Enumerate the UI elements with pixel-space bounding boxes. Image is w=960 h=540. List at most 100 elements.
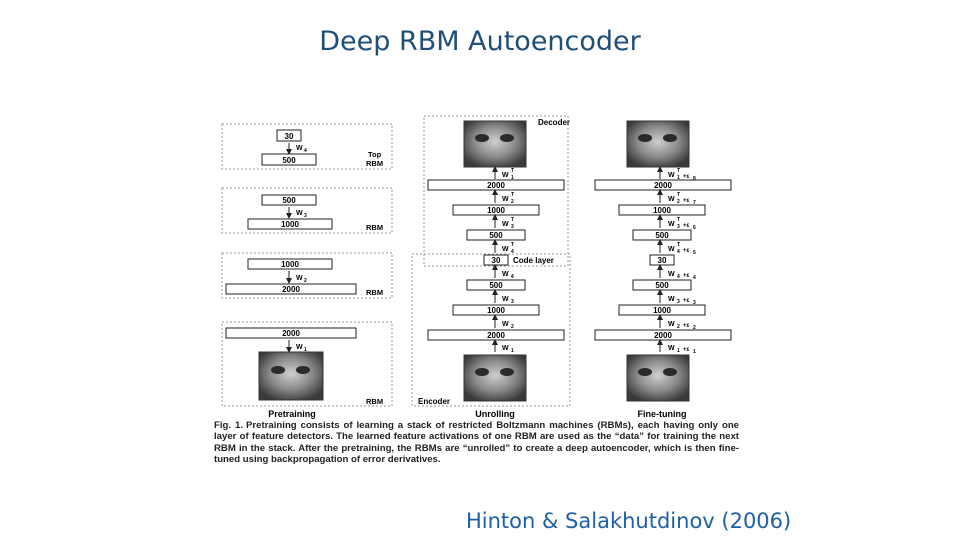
face-eye bbox=[475, 134, 489, 142]
weight-sub: 2 bbox=[677, 199, 680, 205]
unit-label: 2000 bbox=[282, 329, 300, 338]
heading-finetuning: Fine-tuning bbox=[638, 409, 687, 419]
unit-box bbox=[261, 194, 317, 206]
eps-label: +ε bbox=[683, 323, 690, 329]
weight-sub: 1 bbox=[677, 175, 680, 181]
stack-label-rbm: RBM bbox=[366, 223, 383, 232]
rbm-group-2 bbox=[221, 187, 393, 234]
eps-sub: 3 bbox=[693, 300, 696, 306]
unit-label: 500 bbox=[282, 156, 296, 165]
weight-label: W bbox=[296, 344, 303, 351]
face-eye bbox=[663, 368, 677, 376]
eps-label: +ε bbox=[683, 273, 690, 279]
weight-sub: 4 bbox=[511, 274, 514, 280]
heading-pretraining: Pretraining bbox=[268, 409, 316, 419]
weight-label: W bbox=[502, 271, 509, 278]
unit-box bbox=[276, 129, 302, 142]
weight-label: W bbox=[502, 221, 509, 228]
face-image-input bbox=[463, 354, 527, 402]
face-eye bbox=[296, 366, 310, 374]
eps-sub: 8 bbox=[693, 176, 696, 182]
eps-label: +ε bbox=[683, 248, 690, 254]
eps-sub: 5 bbox=[693, 250, 696, 256]
weight-sup: T bbox=[511, 217, 514, 223]
eps-label: +ε bbox=[683, 298, 690, 304]
unit-label: 1000 bbox=[281, 220, 299, 229]
unit-box bbox=[261, 153, 317, 166]
unit-label: 1000 bbox=[487, 206, 505, 215]
decoder-label: Decoder bbox=[538, 118, 570, 127]
face-image-output bbox=[463, 120, 527, 168]
face-eye bbox=[500, 134, 514, 142]
eps-label: +ε bbox=[683, 347, 690, 353]
weight-sub: 2 bbox=[511, 324, 514, 330]
weight-label: W bbox=[502, 196, 509, 203]
weight-sub: 4 bbox=[304, 148, 307, 154]
figure-caption: Fig. 1.Pretraining consists of learning … bbox=[214, 420, 739, 466]
caption-text: Pretraining consists of learning a stack… bbox=[214, 420, 740, 466]
face-image-output bbox=[626, 120, 690, 168]
weight-sup: T bbox=[677, 217, 680, 223]
unit-label: 500 bbox=[489, 231, 503, 240]
eps-label: +ε bbox=[683, 198, 690, 204]
eps-sub: 4 bbox=[693, 275, 696, 281]
weight-label: W bbox=[296, 210, 303, 217]
weight-label: W bbox=[668, 345, 675, 352]
heading-unrolling: Unrolling bbox=[475, 409, 515, 419]
weight-sub: 1 bbox=[677, 348, 680, 354]
weight-sup: T bbox=[677, 168, 680, 174]
unit-label: 2000 bbox=[654, 181, 672, 190]
weight-sub: 1 bbox=[304, 347, 307, 353]
weight-sup: T bbox=[511, 242, 514, 248]
unit-box bbox=[594, 329, 732, 341]
weight-label: W bbox=[502, 321, 509, 328]
face-eye bbox=[271, 366, 285, 374]
stack-label-rbm: RBM bbox=[366, 397, 383, 406]
weight-label: W bbox=[296, 275, 303, 282]
weight-label: W bbox=[668, 271, 675, 278]
unit-label: 2000 bbox=[487, 181, 505, 190]
weight-label: W bbox=[296, 145, 303, 152]
weight-sup: T bbox=[511, 168, 514, 174]
unit-label: 500 bbox=[489, 281, 503, 290]
rbm-group-top bbox=[221, 123, 393, 170]
face-image-input bbox=[626, 354, 690, 402]
unit-label: 1000 bbox=[487, 306, 505, 315]
slide-title: Deep RBM Autoencoder bbox=[319, 26, 641, 57]
rbm-group-4 bbox=[221, 321, 393, 407]
stack-label-top: Top bbox=[368, 150, 382, 159]
eps-label: +ε bbox=[683, 174, 690, 180]
face-eye bbox=[663, 134, 677, 142]
weight-sup: T bbox=[511, 192, 514, 198]
citation: Hinton & Salakhutdinov (2006) bbox=[466, 509, 792, 533]
unit-label: 1000 bbox=[653, 206, 671, 215]
weight-sub: 3 bbox=[677, 299, 680, 305]
encoder-label: Encoder bbox=[418, 397, 450, 406]
unit-label: 1000 bbox=[653, 306, 671, 315]
eps-sub: 7 bbox=[693, 200, 696, 206]
eps-sub: 2 bbox=[693, 325, 696, 331]
weight-sub: 1 bbox=[511, 348, 514, 354]
weight-label: W bbox=[502, 246, 509, 253]
weight-sub: 3 bbox=[511, 299, 514, 305]
eps-sub: 6 bbox=[693, 225, 696, 231]
face-eye bbox=[638, 368, 652, 376]
encoder-region bbox=[411, 253, 571, 407]
weight-sub: 2 bbox=[304, 278, 307, 284]
unit-box bbox=[247, 258, 333, 270]
unit-box bbox=[594, 179, 732, 191]
weight-sub: 2 bbox=[511, 199, 514, 205]
weight-label: W bbox=[668, 196, 675, 203]
eps-sub: 1 bbox=[693, 349, 696, 355]
weight-label: W bbox=[502, 296, 509, 303]
weight-sub: 4 bbox=[511, 249, 514, 255]
face-eye bbox=[475, 368, 489, 376]
weight-label: W bbox=[668, 321, 675, 328]
weight-sub: 4 bbox=[677, 274, 680, 280]
unit-label: 30 bbox=[285, 132, 294, 141]
weight-label: W bbox=[502, 345, 509, 352]
unit-label: 500 bbox=[655, 281, 669, 290]
stack-label-rbm: RBM bbox=[366, 159, 383, 168]
